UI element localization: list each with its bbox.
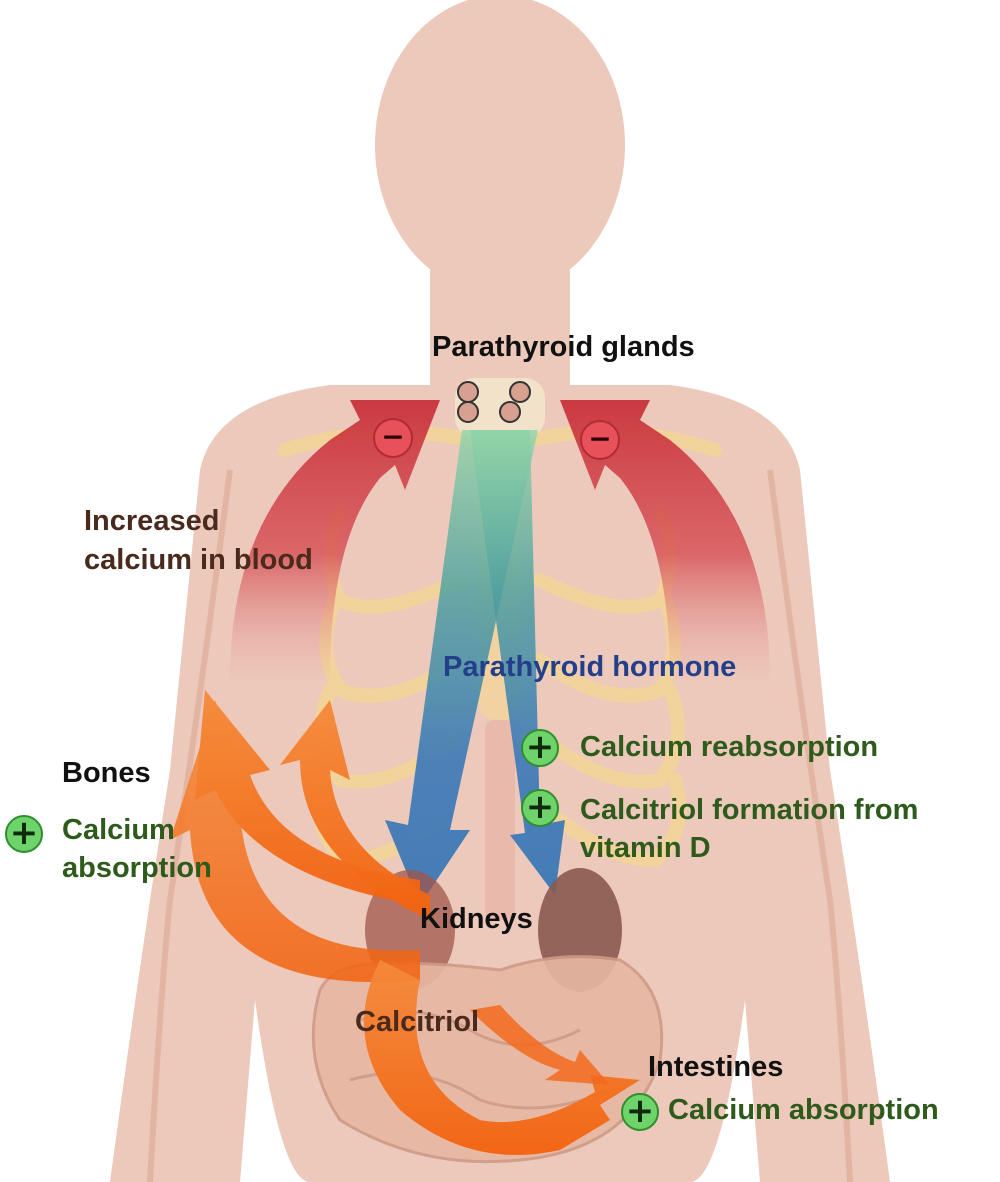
- inhibition-marker-right: −: [580, 420, 620, 460]
- label-parathyroid-glands: Parathyroid glands: [432, 331, 695, 363]
- label-bones: Bones: [62, 757, 151, 789]
- inhibition-marker-left: −: [373, 418, 413, 458]
- thyroid-region: [455, 378, 545, 438]
- stimulation-marker-intestines: +: [621, 1093, 659, 1131]
- label-intestines: Intestines: [648, 1051, 784, 1083]
- label-increased-calcium-line1: Increased: [84, 505, 220, 537]
- label-calcitriol-formation-line1: Calcitriol formation from: [580, 794, 919, 826]
- calcitriol-arrows: [170, 690, 640, 1155]
- stimulation-marker-calcitriol-formation: +: [521, 789, 559, 827]
- label-bones-absorption-line2: absorption: [62, 852, 212, 884]
- label-calcium-reabsorption: Calcium reabsorption: [580, 731, 879, 763]
- parathyroid-gland-icon: [499, 401, 521, 423]
- arm-detail: [147, 469, 853, 1182]
- parathyroid-hormone-arrows: [385, 430, 565, 905]
- label-calcitriol-formation-line2: vitamin D: [580, 832, 711, 864]
- label-bones-absorption-line1: Calcium: [62, 814, 175, 846]
- label-parathyroid-hormone: Parathyroid hormone: [443, 651, 737, 683]
- label-intestines-absorption: Calcium absorption: [668, 1094, 939, 1126]
- stimulation-marker-bones: +: [5, 815, 43, 853]
- stimulation-marker-reabsorption: +: [521, 729, 559, 767]
- label-increased-calcium-line2: calcium in blood: [84, 544, 313, 576]
- label-kidneys: Kidneys: [420, 903, 533, 935]
- parathyroid-gland-icon: [457, 381, 479, 403]
- blood-calcium-feedback-arrows: [230, 400, 770, 680]
- parathyroid-gland-icon: [457, 401, 479, 423]
- label-calcitriol: Calcitriol: [355, 1006, 480, 1038]
- parathyroid-gland-icon: [509, 381, 531, 403]
- spine: [485, 720, 515, 920]
